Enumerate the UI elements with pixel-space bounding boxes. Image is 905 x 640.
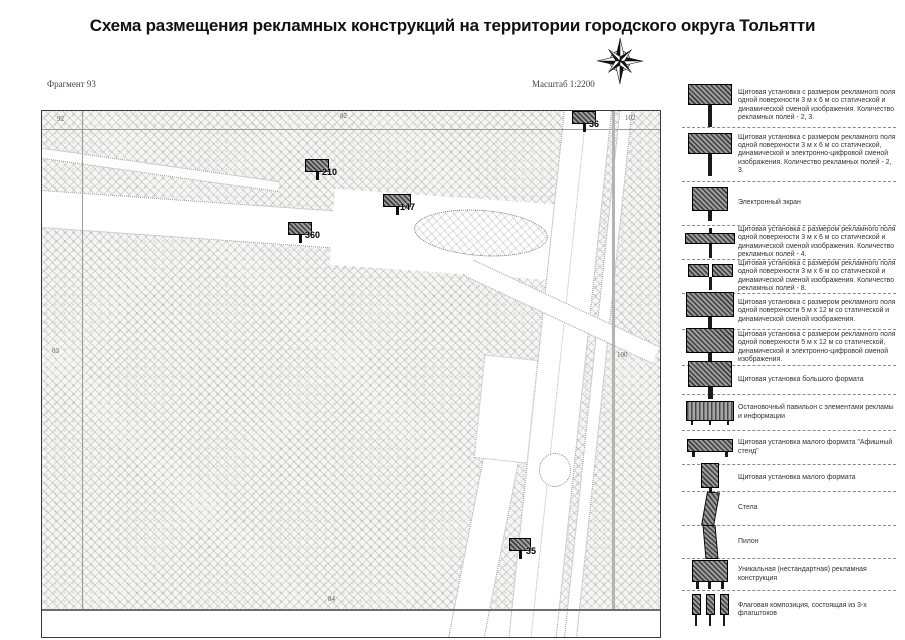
large-format-icon (688, 361, 732, 399)
legend-item-label: Щитовая установка с размером рекламного … (738, 225, 896, 258)
legend-item-billboard-5x12: Щитовая установка с размером рекламного … (682, 291, 896, 332)
open-field-patch (473, 354, 539, 464)
legend-item-stela: Стела (682, 491, 896, 526)
billboard-icon (572, 111, 596, 124)
electronic-screen-icon (692, 186, 728, 221)
billboard-pole (582, 124, 586, 132)
billboard-flat-icon (685, 227, 735, 258)
legend-item-billboard-double: Щитовая установка с размером рекламного … (682, 260, 896, 294)
legend-item-label: Щитовая установка с размером рекламного … (738, 330, 896, 363)
pylon-icon (702, 525, 718, 559)
legend-item-billboard-flat: Щитовая установка с размером рекламного … (682, 226, 896, 260)
flag-composition-icon (691, 594, 729, 626)
billboard-icon (288, 222, 312, 235)
legend-item-label: Пилон (738, 537, 759, 545)
legend-item-label: Щитовая установка с размером рекламного … (738, 133, 896, 174)
marker-number: 36 (589, 119, 600, 129)
legend-item-label: Остановочный павильон с элементами рекла… (738, 404, 894, 420)
legend-item-unique-structure: Уникальная (нестандартная) рекламная кон… (682, 559, 896, 591)
grid-coordinate-label: 63 (52, 347, 59, 355)
fragment-label: Фрагмент 93 (47, 79, 96, 89)
scale-label: Масштаб 1:2200 (532, 79, 595, 89)
legend-item-label: Стела (738, 504, 758, 512)
billboard-3x6-icon (688, 84, 732, 127)
legend-item-pavilion: Остановочный павильон с элементами рекла… (682, 395, 896, 431)
billboard-marker-36: 36 (572, 111, 600, 132)
legend-item-label: Щитовая установка с размером рекламного … (738, 259, 896, 292)
billboard-pole (395, 207, 399, 215)
grid-line-horizontal-top (42, 129, 660, 130)
afisha-stand-icon (687, 438, 733, 457)
grid-coordinate-label: 82 (340, 112, 347, 120)
grid-coordinate-label: 84 (328, 595, 335, 603)
billboard-marker-35: 35 (509, 538, 536, 559)
legend-item-flag-composition: Флаговая композиция, состоящая из 3-х фл… (682, 591, 896, 629)
legend-item-electronic-screen: Электронный экран (682, 182, 896, 226)
small-format-icon (701, 462, 719, 494)
grid-line-vertical-right (612, 111, 615, 609)
pavilion-icon (686, 400, 734, 425)
grid-line-vertical-left (82, 111, 83, 609)
billboard-icon (383, 194, 411, 207)
legend-item-label: Щитовая установка малого формата (738, 473, 856, 481)
grid-coordinate-label: 102 (625, 114, 636, 122)
billboard-marker-210: 210 (305, 159, 337, 180)
legend-item-billboard-3x6-digital: Щитовая установка с размером рекламного … (682, 128, 896, 182)
legend-item-label: Щитовая установка большого формата (738, 375, 864, 383)
billboard-marker-360: 360 (288, 222, 320, 243)
grid-line-horizontal-bottom (42, 609, 660, 611)
billboard-3x6-digital-icon (688, 133, 732, 176)
billboard-double-icon (687, 263, 733, 290)
legend-item-label: Флаговая композиция, состоящая из 3-х фл… (738, 601, 867, 617)
unique-structure-icon (692, 560, 728, 589)
billboard-5x12-icon (686, 291, 734, 332)
legend-item-label: Щитовая установка с размером рекламного … (738, 88, 896, 121)
legend-item-label: Уникальная (нестандартная) рекламная кон… (738, 566, 867, 582)
roundabout (539, 453, 571, 487)
legend-item-label: Щитовая установка с размером рекламного … (738, 299, 896, 323)
marker-number: 147 (400, 202, 416, 212)
page-title: Схема размещения рекламных конструкций н… (89, 16, 816, 35)
legend-item-small-format: Щитовая установка малого формата (682, 462, 896, 494)
grid-coordinate-label: 92 (57, 115, 64, 123)
legend-item-large-format: Щитовая установка большого формата (682, 361, 896, 399)
legend-item-label: Щитовая установка малого формата "Афишны… (738, 439, 893, 455)
grid-coordinate-label: 100 (617, 351, 628, 359)
billboard-marker-147: 147 (383, 194, 415, 215)
marker-number: 35 (526, 546, 537, 556)
stela-icon (700, 491, 720, 526)
legend-item-afisha-stand: Щитовая установка малого формата "Афишны… (682, 431, 896, 465)
billboard-icon (509, 538, 531, 551)
billboard-pole (518, 551, 522, 559)
legend-item-billboard-3x6: Щитовая установка с размером рекламного … (682, 84, 896, 128)
billboard-icon (305, 159, 329, 172)
map-fragment: 92 82 102 63 100 84 210 147 360 36 35 (41, 110, 661, 638)
compass-rose-icon (596, 37, 644, 85)
legend-panel: Щитовая установка с размером рекламного … (682, 84, 896, 629)
billboard-pole (298, 235, 302, 243)
legend-item-pylon: Пилон (682, 525, 896, 559)
legend-item-label: Электронный экран (738, 199, 801, 207)
billboard-pole (315, 172, 319, 180)
marker-number: 210 (322, 167, 338, 177)
legend-item-billboard-5x12-digital: Щитовая установка с размером рекламного … (682, 327, 896, 368)
billboard-5x12-digital-icon (686, 327, 734, 368)
marker-number: 360 (305, 230, 321, 240)
